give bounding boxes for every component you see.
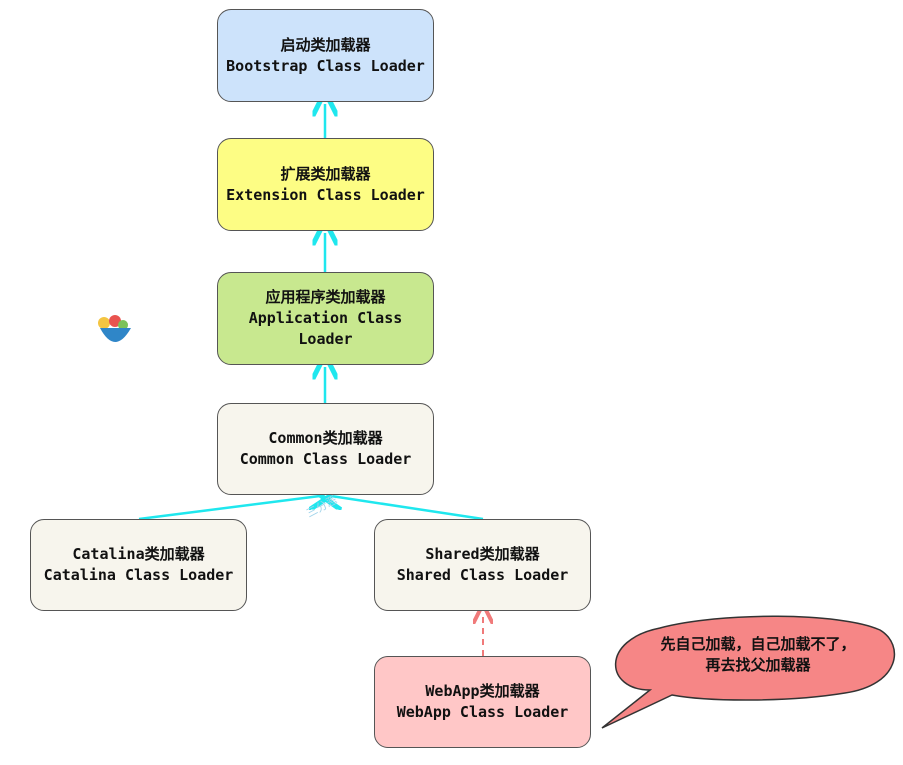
bootstrap-cn-label: 启动类加载器 bbox=[280, 35, 371, 54]
webapp-cn-label: WebApp类加载器 bbox=[425, 682, 540, 700]
callout-text: 先自己加载，自己加载不了， 再去找父加载器 bbox=[628, 634, 888, 676]
extension-en-label: Extension Class Loader bbox=[226, 185, 425, 204]
callout-line-1: 先自己加载，自己加载不了， bbox=[660, 635, 856, 653]
webapp-class-loader-node: WebApp类加载器 WebApp Class Loader bbox=[374, 656, 591, 748]
extension-class-loader-node: 扩展类加载器 Extension Class Loader bbox=[217, 138, 434, 231]
callout-line-2: 再去找父加载器 bbox=[705, 656, 811, 674]
bowl-logo-icon bbox=[98, 315, 131, 342]
extension-cn-label: 扩展类加载器 bbox=[280, 164, 371, 183]
application-cn-label: 应用程序类加载器 bbox=[265, 288, 386, 306]
arrow-shared-to-common bbox=[331, 496, 484, 521]
application-class-loader-node: 应用程序类加载器 Application Class Loader bbox=[217, 272, 434, 365]
bootstrap-en-label: Bootstrap Class Loader bbox=[226, 56, 425, 75]
common-en-label: Common Class Loader bbox=[239, 450, 412, 468]
catalina-class-loader-node: Catalina类加载器 Catalina Class Loader bbox=[30, 519, 247, 611]
common-class-loader-node: Common类加载器 Common Class Loader bbox=[217, 403, 434, 495]
shared-en-label: Shared Class Loader bbox=[396, 566, 569, 584]
catalina-cn-label: Catalina类加载器 bbox=[72, 545, 205, 563]
arrow-catalina-to-common bbox=[138, 496, 320, 521]
common-cn-label: Common类加载器 bbox=[268, 429, 383, 447]
application-en-label: Application Class Loader bbox=[248, 309, 403, 348]
shared-class-loader-node: Shared类加载器 Shared Class Loader bbox=[374, 519, 591, 611]
callout-bubble bbox=[601, 615, 896, 729]
shared-cn-label: Shared类加载器 bbox=[425, 545, 540, 563]
catalina-en-label: Catalina Class Loader bbox=[43, 566, 234, 584]
webapp-en-label: WebApp Class Loader bbox=[396, 703, 569, 721]
bootstrap-class-loader-node: 启动类加载器 Bootstrap Class Loader bbox=[217, 9, 434, 102]
